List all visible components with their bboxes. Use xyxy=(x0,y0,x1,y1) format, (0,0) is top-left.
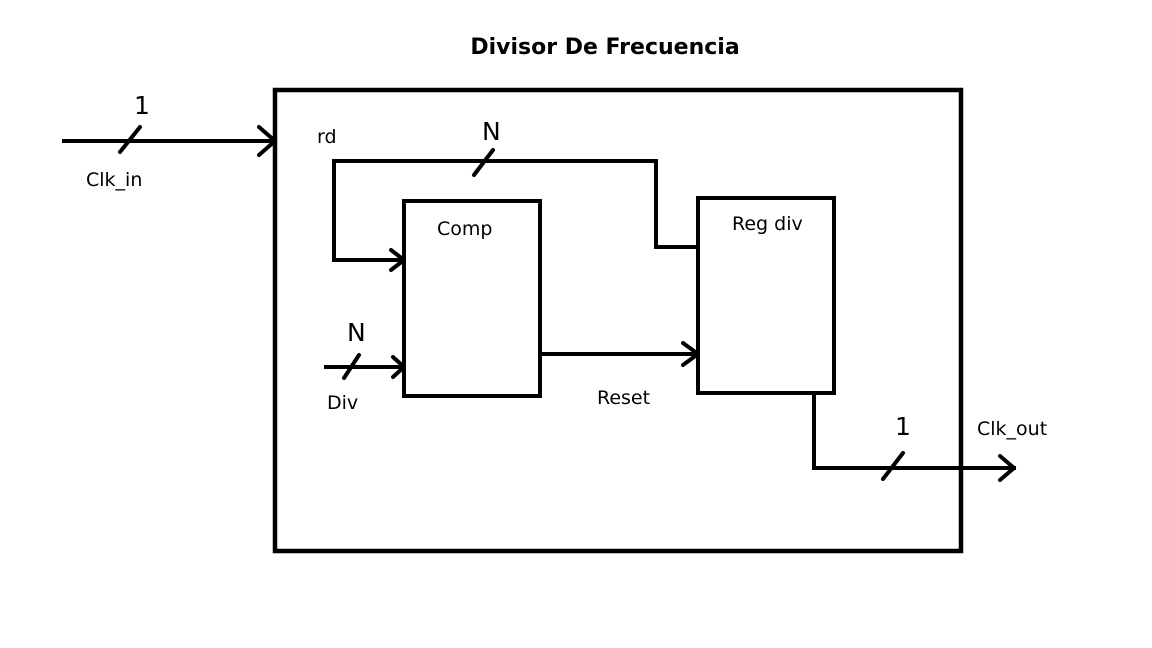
reset-wire xyxy=(538,341,700,367)
reg-div-block-label: Reg div xyxy=(732,213,803,235)
clk-out-width-slash xyxy=(881,451,905,481)
div-width-slash xyxy=(342,353,361,380)
rd-width-label: N xyxy=(482,117,501,146)
reg-div-block xyxy=(696,196,836,395)
clk-out-label: Clk_out xyxy=(977,418,1047,440)
divider-module-boundary xyxy=(272,87,964,554)
rd-width-slash xyxy=(472,148,495,177)
clk-in-wire xyxy=(62,125,277,157)
clk-out-width-label: 1 xyxy=(895,412,911,441)
comp-block-label: Comp xyxy=(437,218,492,240)
comp-block xyxy=(402,199,542,398)
div-input-bus xyxy=(324,353,406,380)
diagram-title: Divisor De Frecuencia xyxy=(470,35,739,60)
clk-in-width-slash xyxy=(118,125,142,154)
clk-in-label: Clk_in xyxy=(86,169,142,191)
clk-out-wire xyxy=(812,391,1016,482)
rd-label: rd xyxy=(317,126,337,148)
reset-label: Reset xyxy=(597,387,650,409)
clk-in-width-label: 1 xyxy=(134,91,150,120)
div-label: Div xyxy=(327,392,358,414)
div-width-label: N xyxy=(347,318,366,347)
